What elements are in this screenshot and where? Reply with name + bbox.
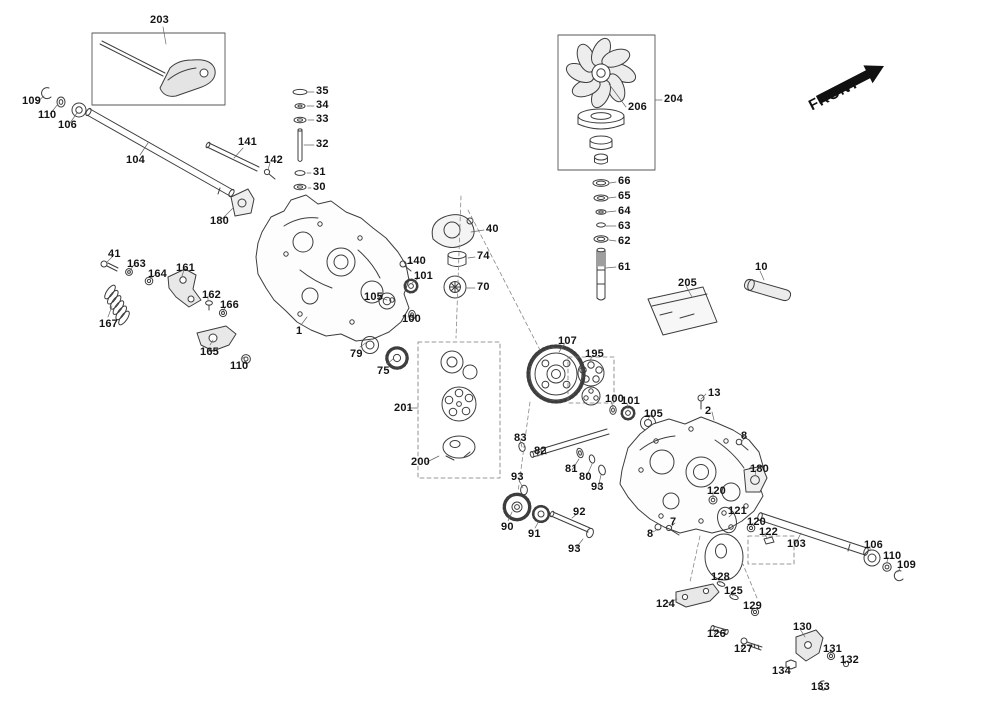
bearing-79	[361, 336, 379, 354]
washer-93-a	[598, 464, 606, 476]
bracket-130	[795, 629, 824, 662]
front-arrow-icon	[815, 65, 884, 104]
bolt-142	[263, 168, 276, 180]
washer-93-c	[586, 527, 594, 539]
bracket-180-right	[743, 465, 768, 493]
bracket-165	[196, 325, 237, 352]
washer-93-b	[520, 484, 528, 496]
washer-163	[125, 268, 133, 276]
clip-122	[763, 536, 775, 545]
housing-right	[619, 416, 764, 534]
washer-110-b	[241, 354, 251, 364]
washer-164	[144, 276, 154, 286]
axle-103	[757, 512, 869, 556]
washer-31	[294, 170, 306, 176]
pin-126	[710, 624, 729, 636]
washer-64	[595, 209, 607, 215]
bolt-13	[697, 394, 705, 410]
leader-lines	[35, 26, 902, 687]
fan-206	[565, 37, 637, 109]
ring-62	[593, 235, 609, 243]
retaining-clip-109	[41, 87, 52, 100]
washer-65	[593, 194, 609, 202]
inset-box-195	[567, 356, 615, 404]
cylinder-block-195	[577, 359, 605, 406]
retaining-clip-109-right	[893, 570, 904, 582]
pin-128	[716, 581, 726, 587]
clip-133	[818, 680, 827, 691]
pin-35	[292, 88, 308, 96]
washer-110	[56, 96, 66, 108]
gear-91	[531, 504, 551, 524]
bearing-105-left	[378, 292, 396, 310]
inset-box-fan	[557, 34, 656, 171]
end-cap-200	[442, 435, 476, 461]
rod-32	[297, 128, 303, 162]
pin-162	[205, 300, 213, 311]
bracket-180-left	[230, 188, 255, 217]
bearing-106	[71, 102, 87, 118]
plug-10	[743, 278, 792, 302]
bracket-124	[675, 583, 720, 608]
washer-33	[293, 116, 307, 124]
dash-box-122	[747, 535, 795, 565]
bearing-106-right	[863, 549, 881, 567]
washer-166	[218, 308, 228, 318]
rod-141	[205, 141, 260, 172]
main-gear-107	[526, 344, 586, 404]
spring-167	[104, 284, 130, 326]
washer-129	[750, 607, 760, 617]
spacer-74	[447, 250, 467, 267]
washer-63	[596, 222, 606, 228]
bracket-40	[431, 214, 475, 248]
parts-bag-205	[647, 286, 718, 336]
inset-box-pump	[417, 341, 501, 479]
washer-80	[588, 454, 596, 464]
coupling-70	[443, 275, 467, 299]
shaft-104	[85, 107, 235, 198]
gear-101-left	[403, 278, 419, 294]
pin-125	[729, 593, 739, 601]
shaft-82	[529, 428, 610, 458]
nut-134	[785, 659, 797, 670]
shaft-92	[549, 510, 591, 533]
washer-34	[294, 103, 306, 109]
bolt-41	[100, 260, 119, 272]
construction-lines	[455, 195, 758, 599]
disc-cover	[704, 533, 744, 581]
washer-132	[842, 660, 850, 668]
pump-assembly-201	[440, 350, 478, 422]
washer-100-right	[609, 405, 617, 415]
washer-81	[576, 447, 584, 459]
housing-left	[255, 194, 410, 342]
gear-75	[385, 346, 409, 370]
washer-120-b	[746, 523, 756, 533]
inset-box-lever	[91, 32, 226, 106]
cover-121	[717, 506, 737, 534]
washer-110-right	[882, 562, 892, 572]
washer-30	[293, 183, 307, 191]
gear-90	[502, 492, 532, 522]
washer-8-left	[654, 523, 662, 531]
bolt-8-right	[735, 438, 749, 451]
bracket-161	[167, 268, 202, 308]
bolt-7	[665, 524, 680, 536]
shaft-61	[596, 247, 606, 301]
pulley	[577, 108, 625, 165]
ring-66	[592, 179, 610, 187]
